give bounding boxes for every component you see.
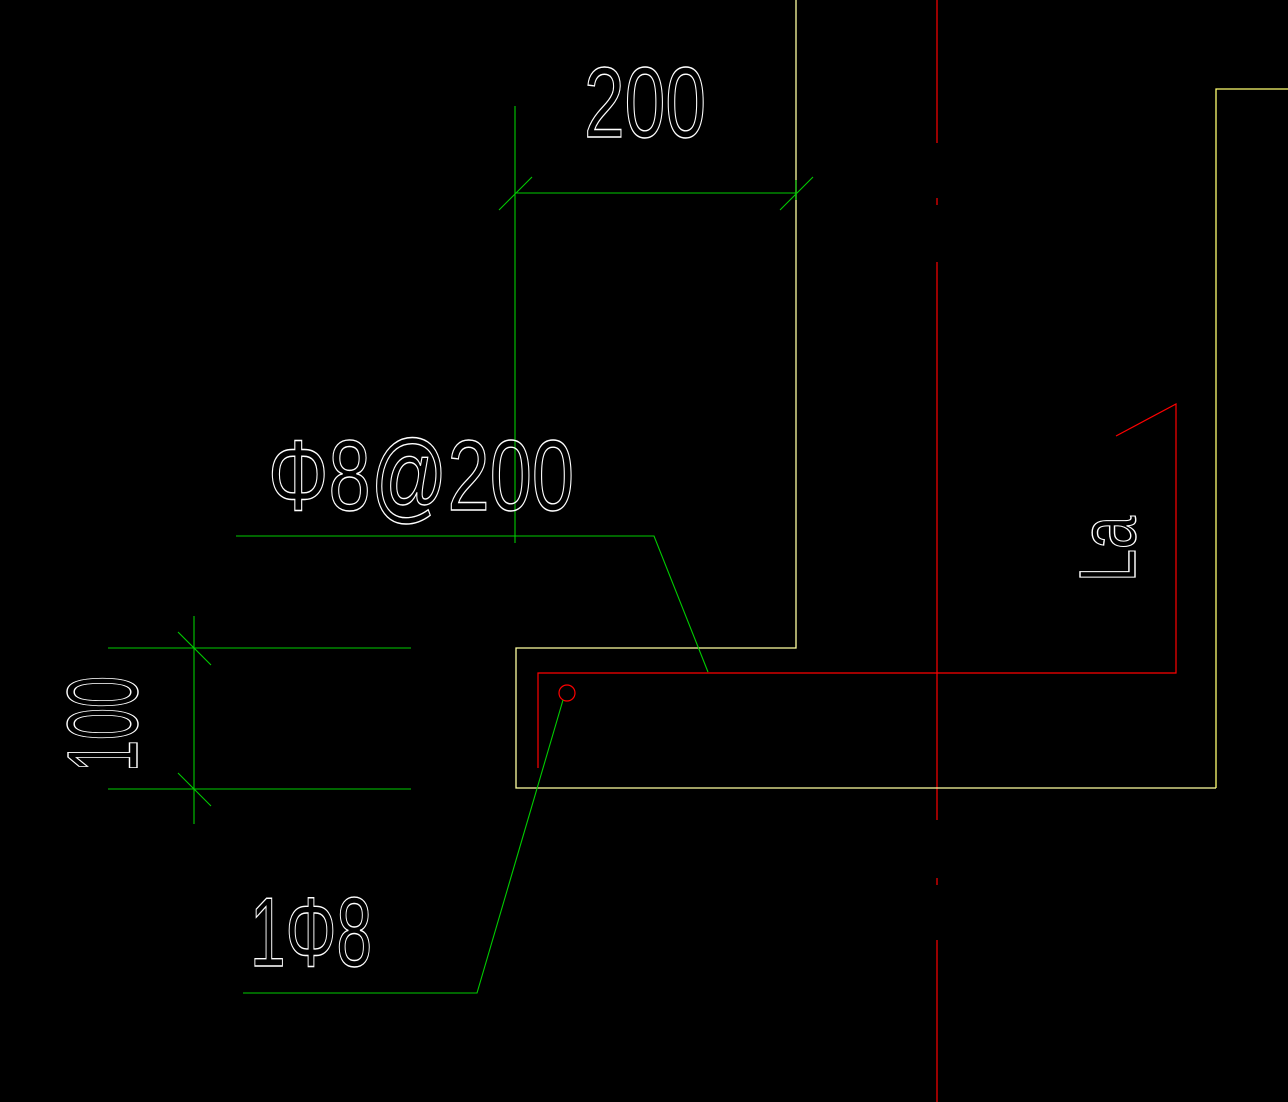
leader-single [243,699,564,994]
dim-left-tick-top [177,631,212,666]
dimensions [108,106,814,994]
anchorage-text: La [1063,516,1152,582]
dim-top-text: 200 [584,47,706,159]
rebar-bent-bar [537,403,1177,768]
dim-top-tick-left [498,176,533,211]
rebar-single-bar-section [558,684,576,702]
rebar [537,403,1177,768]
dim-left-text: 100 [47,676,159,772]
dim-left-tick-bottom [177,772,212,807]
rebar-single-text: 1Φ8 [250,877,372,987]
concrete-outline [515,0,1288,789]
leader-spacing [236,535,709,673]
rebar-spacing-text: Φ8@200 [268,420,574,532]
